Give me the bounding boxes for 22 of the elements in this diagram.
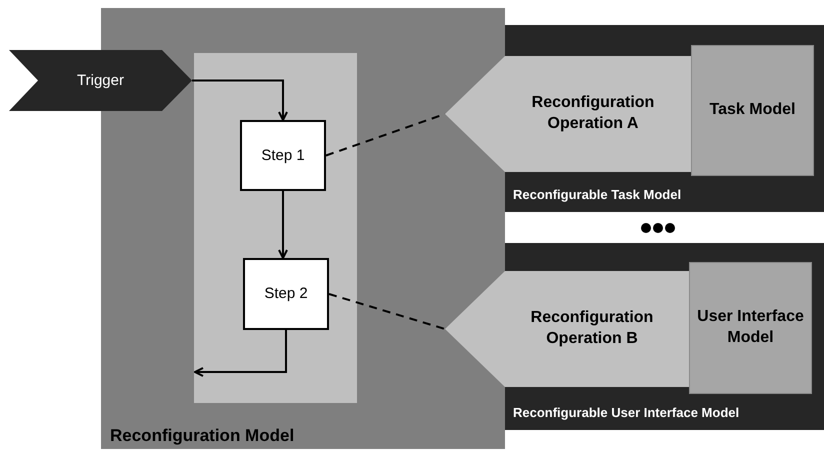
model-box: [691, 45, 814, 176]
step-box: [243, 258, 329, 330]
node-label: Reconfiguration Operation B: [530, 308, 654, 349]
dashed-connector: [326, 113, 446, 156]
arrow: [192, 80, 288, 121]
node-label: Task Model: [710, 100, 796, 120]
arrow: [278, 191, 288, 259]
model-box: [689, 262, 812, 394]
trigger-chevron: [9, 50, 192, 111]
node-label: Step 2: [264, 284, 308, 304]
node-label: Reconfiguration Model: [110, 424, 294, 447]
dashed-connector: [328, 293, 446, 330]
node-label: Trigger: [77, 70, 124, 90]
operation-pentagon: [445, 56, 691, 172]
step-box: [240, 120, 326, 191]
node-label: Reconfigurable User Interface Model: [513, 405, 740, 422]
arrow: [194, 330, 287, 377]
operation-pentagon: [445, 271, 689, 387]
node-label: Reconfiguration Operation A: [530, 93, 656, 134]
node-label: Reconfigurable Task Model: [513, 187, 682, 204]
node-label: User Interface Model: [696, 307, 805, 348]
node-label: Step 1: [261, 146, 305, 166]
